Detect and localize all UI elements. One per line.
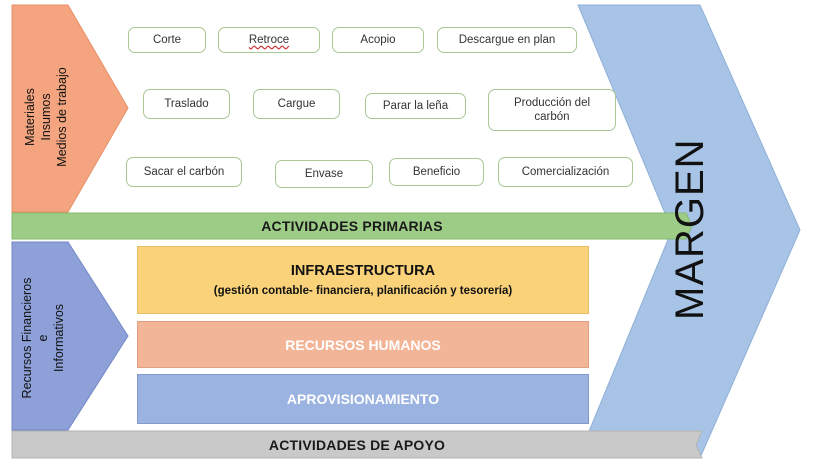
support-inputs-arrow: [11, 241, 129, 431]
primary-activities-label: ACTIVIDADES PRIMARIAS: [261, 218, 443, 234]
support-activities-bar: [11, 430, 703, 459]
activity-box-produccion: Producción del carbón: [488, 89, 616, 131]
activity-box-corte: Corte: [128, 27, 206, 53]
activity-box-retroce: Retroce: [218, 27, 320, 53]
activity-box-envase: Envase: [275, 160, 373, 188]
support-line-e: e: [36, 334, 50, 342]
activity-box-descargue: Descargue en plan: [437, 27, 577, 53]
recursos-humanos-band: RECURSOS HUMANOS: [137, 321, 589, 368]
input-line-materiales: Materiales: [23, 88, 37, 146]
aprovisionamiento-title: APROVISIONAMIENTO: [286, 391, 440, 407]
support-inputs-label: Recursos Financieros e Informativos: [19, 238, 69, 438]
activity-box-comercializacion: Comercialización: [498, 157, 633, 187]
primary-activities-bar: [11, 212, 693, 240]
activity-box-traslado: Traslado: [143, 89, 230, 119]
margin-label: MARGEN: [668, 138, 712, 320]
input-line-medios: Medios de trabajo: [55, 67, 69, 167]
support-line-informativos: Informativos: [52, 303, 66, 373]
infraestructura-band: INFRAESTRUCTURA (gestión contable- finan…: [137, 246, 589, 314]
infraestructura-title: INFRAESTRUCTURA: [290, 263, 436, 279]
activity-box-cargue: Cargue: [253, 89, 340, 119]
infraestructura-subtitle: (gestión contable- financiera, planifica…: [213, 285, 513, 297]
support-line-recursos: Recursos Financieros: [20, 277, 34, 399]
aprovisionamiento-band: APROVISIONAMIENTO: [137, 374, 589, 424]
activity-box-acopio: Acopio: [332, 27, 424, 53]
recursos-humanos-title: RECURSOS HUMANOS: [285, 336, 441, 353]
activity-box-beneficio: Beneficio: [389, 158, 484, 186]
activity-box-parar-lena: Parar la leña: [365, 93, 466, 119]
input-line-insumos: Insumos: [39, 93, 53, 141]
support-activities-label: ACTIVIDADES DE APOYO: [268, 436, 446, 453]
primary-inputs-label: Materiales Insumos Medios de trabajo: [22, 52, 72, 182]
primary-inputs-arrow: [11, 4, 129, 213]
activity-box-sacar-carbon: Sacar el carbón: [126, 157, 242, 187]
